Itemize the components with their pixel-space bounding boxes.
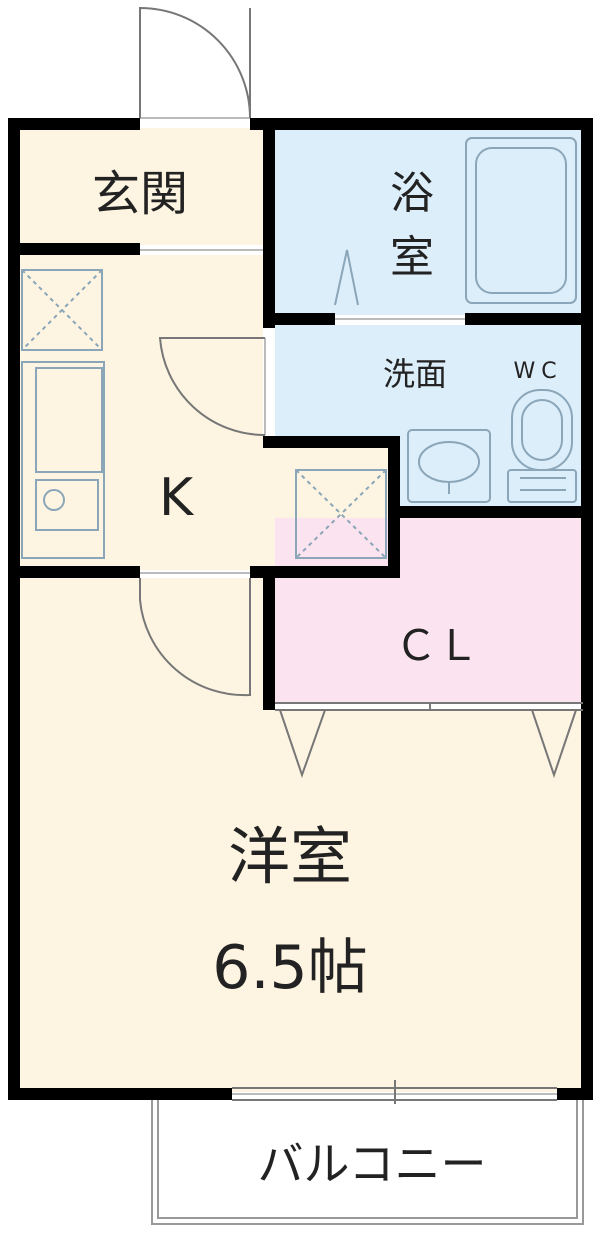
balcony-floor — [152, 1100, 584, 1222]
kitchen-storage-box — [21, 269, 103, 351]
doors — [139, 6, 465, 697]
entrance-floor — [18, 128, 263, 245]
balcony-label: バルコニー — [257, 1137, 486, 1191]
balcony-outline — [151, 1095, 584, 1225]
western-room-label: 洋室 — [228, 820, 352, 893]
kitchen-floor — [18, 255, 263, 570]
closet-doors — [275, 702, 583, 779]
kitchen-sink — [35, 479, 99, 531]
bathtub-inner — [475, 147, 567, 294]
bath-door-fold — [334, 249, 359, 306]
kitchen-fixtures — [21, 269, 387, 559]
washroom-label: 洗面 — [383, 355, 447, 393]
balcony-window — [232, 1080, 557, 1104]
western-room-size: 6.5帖 — [212, 933, 367, 1003]
walls — [8, 118, 593, 1100]
bathroom-label-line2: 室 — [390, 232, 434, 283]
refrigerator-space — [295, 469, 387, 559]
washbasin — [407, 429, 491, 503]
closet-label: ＣＬ — [395, 621, 479, 670]
entrance-label: 玄関 — [92, 166, 188, 222]
fixtures — [334, 137, 577, 503]
kitchen-label: K — [159, 468, 195, 528]
entrance-door-swing — [139, 6, 251, 119]
floor-areas — [18, 128, 584, 1222]
washroom-floor — [275, 325, 583, 510]
toilet-bowl — [511, 389, 573, 471]
closet-floor — [275, 518, 583, 703]
kitchen-door-swing — [158, 337, 266, 437]
wc-label: WC — [513, 359, 562, 384]
bathroom-label-line1: 浴 — [390, 168, 434, 219]
western-room-door-swing — [139, 578, 251, 697]
western-room-floor — [18, 578, 583, 1092]
kitchen-counter — [21, 361, 105, 559]
bathtub — [465, 137, 577, 304]
bathroom-floor — [275, 128, 583, 315]
